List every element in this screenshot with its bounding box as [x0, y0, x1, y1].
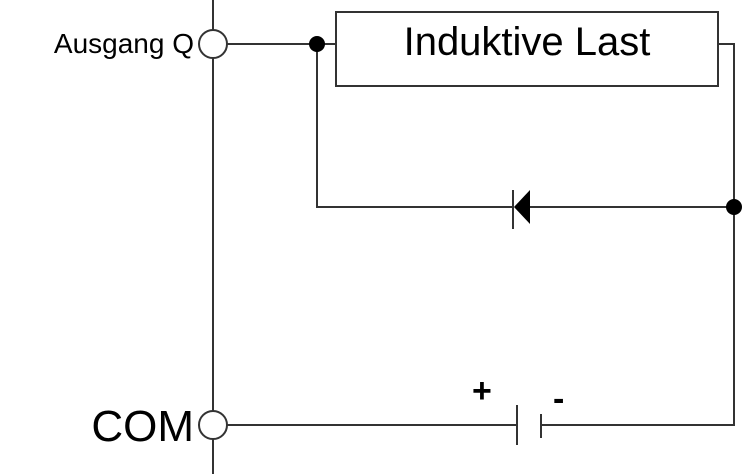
junction-node-right: [726, 199, 742, 215]
load-return-wire: [548, 43, 735, 426]
com-terminal: [198, 410, 228, 440]
output-label: Ausgang Q: [53, 28, 194, 59]
diode-left-wire: [316, 44, 513, 208]
output-terminal: [198, 29, 228, 59]
battery-plus-label: +: [472, 372, 492, 410]
inductive-load-box: [335, 11, 719, 87]
com-label: COM: [91, 402, 194, 451]
junction-node-left: [309, 36, 325, 52]
diode-triangle: [514, 190, 530, 224]
load-label: Induktive Last: [403, 20, 651, 64]
battery-minus-label: -: [553, 380, 565, 418]
